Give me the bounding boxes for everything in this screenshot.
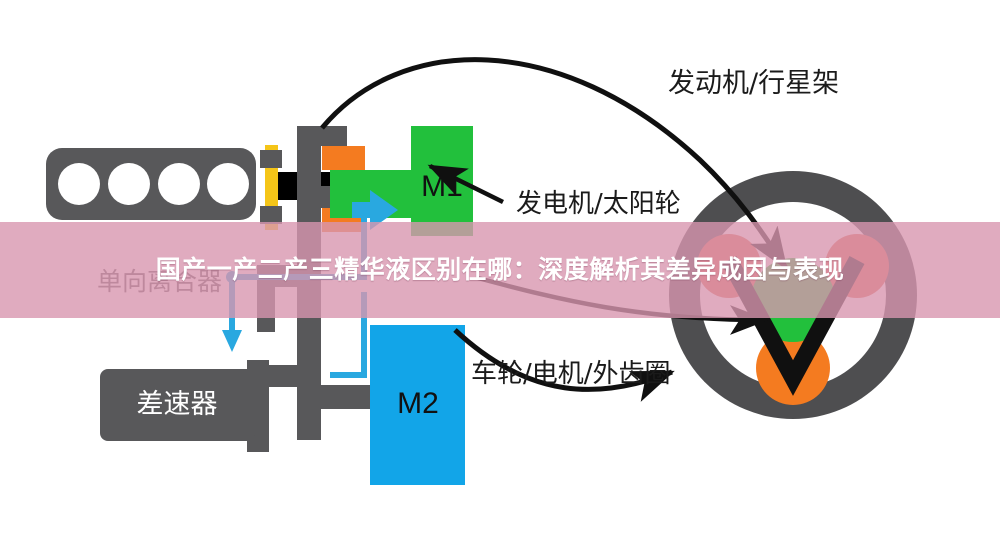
m1-label: M1 <box>421 170 463 203</box>
differential-body <box>100 369 255 441</box>
differential-group: 差速器 <box>100 360 269 452</box>
engine-cylinder-1 <box>58 163 100 205</box>
flow-arrow-down-differential <box>222 330 242 352</box>
flow-path-to-m2 <box>330 292 367 378</box>
arrow-generator-to-m1 <box>427 163 504 205</box>
housing-to-m2-shaft <box>321 385 371 409</box>
label-wheel-motor-ring: 车轮/电机/外齿圈 <box>471 359 671 389</box>
m2-motor-group: M2 <box>370 325 465 485</box>
arrow-m2-to-ring-gear <box>453 328 675 402</box>
housing-left-arm-lower <box>262 365 321 387</box>
overlay-title-text: 国产一产二产三精华液区别在哪：深度解析其差异成因与表现 <box>155 255 845 284</box>
flow-arrow-right-m1 <box>352 190 398 230</box>
engine-block-body <box>46 148 256 220</box>
engine-block-group <box>46 148 256 220</box>
housing-top-flange <box>321 126 347 146</box>
differential-label: 差速器 <box>137 389 218 420</box>
arrow-engine-to-carrier <box>320 57 789 271</box>
clutch-pad-top <box>322 146 365 170</box>
housing-clutch-bracket-bottom <box>260 206 282 224</box>
label-engine-carrier: 发动机/行星架 <box>668 68 839 99</box>
housing-clutch-bracket-top <box>260 150 282 168</box>
flow-arrowheads <box>222 190 398 352</box>
engine-cylinder-3 <box>158 163 200 205</box>
engine-cylinder-4 <box>207 163 249 205</box>
m2-label: M2 <box>397 387 439 420</box>
title-overlay-band: 国产一产二产三精华液区别在哪：深度解析其差异成因与表现 <box>0 222 1000 318</box>
m2-body <box>370 325 465 485</box>
label-generator-sun: 发电机/太阳轮 <box>516 189 681 219</box>
engine-cylinder-2 <box>108 163 150 205</box>
